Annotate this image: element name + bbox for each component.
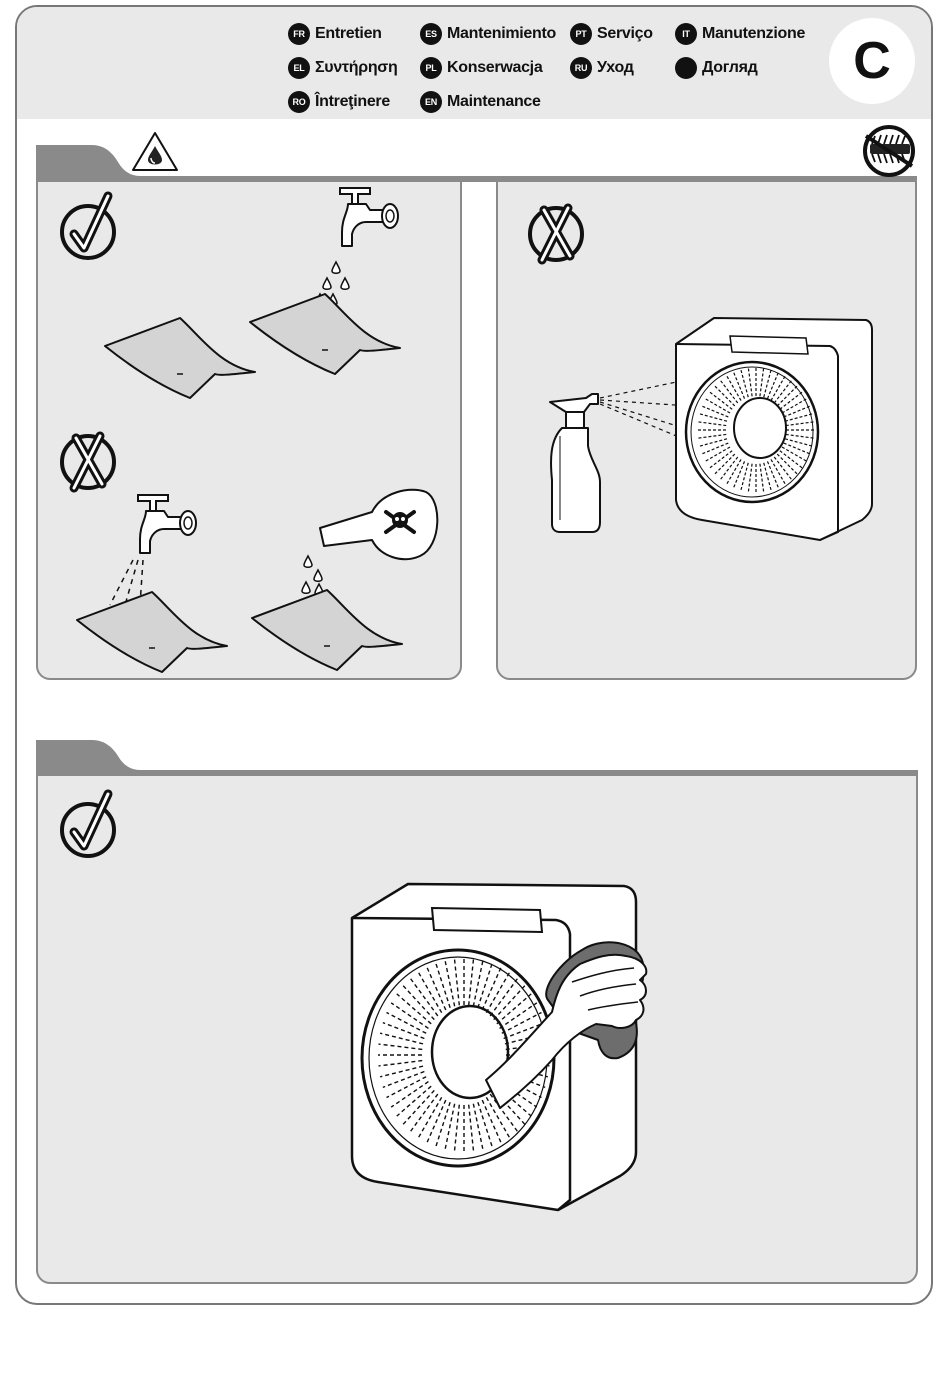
chemical-flask [320,490,437,559]
damp-cloth [250,294,400,374]
no-brush-icon [865,127,913,175]
spray-bottle [550,394,600,532]
check-circle-icon [62,794,114,856]
cross-circle-icon [62,436,114,488]
fan-heater-large [352,884,636,1210]
fan-heater-small [676,318,872,540]
water-drop-warning-icon [133,133,177,170]
dry-cloth [105,318,255,398]
tap-icon [340,188,398,246]
section-tab-bottom [36,740,916,776]
contaminated-cloth [252,590,402,670]
soaked-cloth [77,592,227,672]
check-circle-icon [62,196,114,258]
tap-icon [138,495,196,553]
cross-circle-icon [530,208,582,260]
